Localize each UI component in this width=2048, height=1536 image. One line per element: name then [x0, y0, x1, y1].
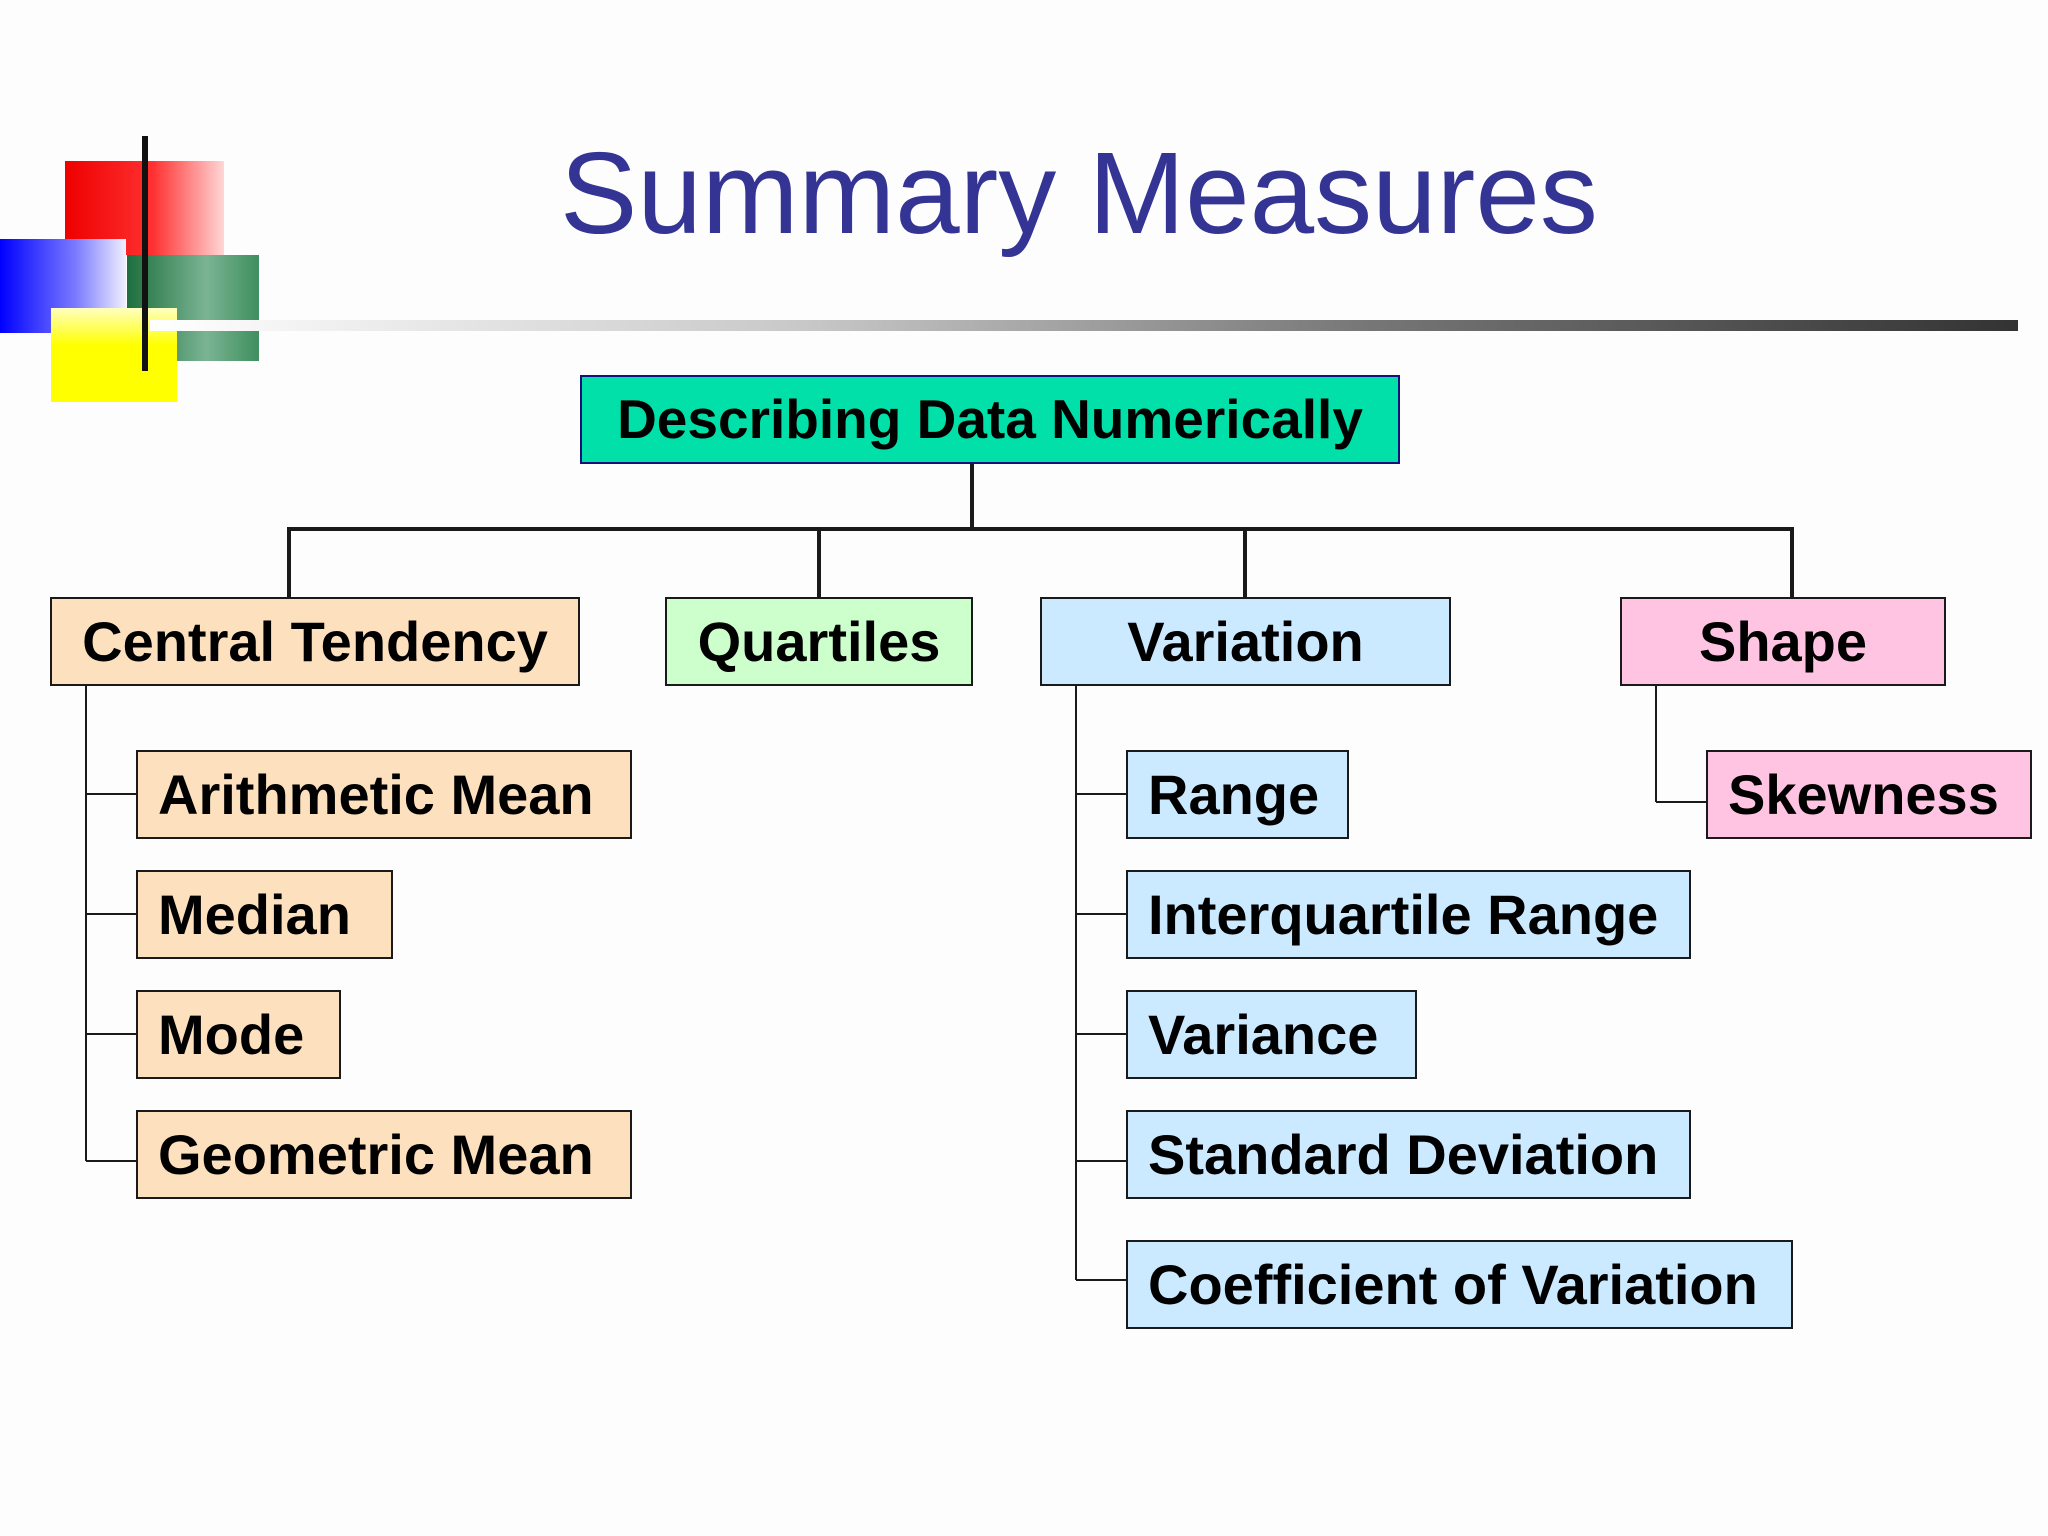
leaf-skewness: Skewness [1706, 750, 2032, 839]
category-central-tendency: Central Tendency [50, 597, 580, 686]
root-node-describing-data: Describing Data Numerically [580, 375, 1400, 464]
category-quartiles: Quartiles [665, 597, 973, 686]
leaf-mode: Mode [136, 990, 341, 1079]
category-shape: Shape [1620, 597, 1946, 686]
leaf-standard-deviation: Standard Deviation [1126, 1110, 1691, 1199]
leaf-coefficient-of-variation: Coefficient of Variation [1126, 1240, 1793, 1329]
leaf-arithmetic-mean: Arithmetic Mean [136, 750, 632, 839]
leaf-geometric-mean: Geometric Mean [136, 1110, 632, 1199]
leaf-median: Median [136, 870, 393, 959]
leaf-variance: Variance [1126, 990, 1417, 1079]
leaf-interquartile-range: Interquartile Range [1126, 870, 1691, 959]
leaf-range: Range [1126, 750, 1349, 839]
category-variation: Variation [1040, 597, 1451, 686]
